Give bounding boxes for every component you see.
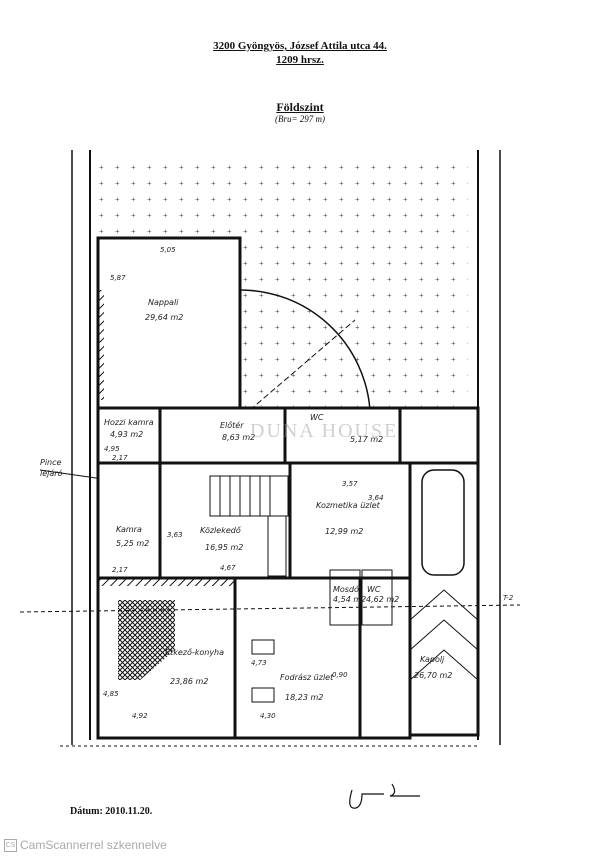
room-area: 26,70 m2 bbox=[414, 671, 452, 680]
room-name: Fodrász üzlet bbox=[280, 673, 334, 682]
dimension: 4,73 bbox=[251, 659, 267, 667]
dimension: 0,90 bbox=[332, 671, 348, 679]
dimension: 3,63 bbox=[167, 531, 183, 539]
room-area: 16,95 m2 bbox=[205, 543, 243, 552]
area-note: (Bru= 297 m) bbox=[274, 114, 326, 124]
room-area: 23,86 m2 bbox=[170, 677, 208, 686]
room-name: Előtér bbox=[220, 420, 244, 430]
room-area: 5,17 m2 bbox=[350, 435, 383, 444]
room-name: Közlekedő bbox=[200, 526, 241, 535]
dimension: 2,17 bbox=[112, 454, 128, 462]
dimension: 4,67 bbox=[220, 564, 236, 572]
dimension: 5,87 bbox=[110, 274, 126, 282]
date-label: Dátum: 2010.11.20. bbox=[70, 806, 153, 817]
room-area: 4,54 m2 bbox=[333, 595, 366, 604]
label-lejaro: lejáró bbox=[40, 468, 63, 478]
room-area: 8,63 m2 bbox=[222, 433, 255, 442]
room-name: Kapolj bbox=[420, 655, 445, 664]
dimension: 4,85 bbox=[103, 690, 119, 698]
address-title: 3200 Gyöngyös, József Attila utca 44. bbox=[213, 40, 387, 52]
dimension: 4,95 bbox=[104, 445, 120, 453]
room-area: 4,62 m2 bbox=[366, 595, 399, 604]
room-garage bbox=[408, 461, 480, 737]
room-name: Étkező-konyha bbox=[165, 646, 224, 657]
dimension: 4,30 bbox=[260, 712, 276, 720]
room-nappali bbox=[96, 236, 242, 410]
parcel-number: 1209 hrsz. bbox=[276, 54, 324, 66]
signature bbox=[349, 783, 420, 809]
car-icon bbox=[421, 469, 465, 576]
room-area: 5,25 m2 bbox=[116, 539, 149, 548]
room-area: 29,64 m2 bbox=[145, 313, 183, 322]
dimension: 2,17 bbox=[112, 566, 128, 574]
label-t2: T-2 bbox=[503, 594, 514, 602]
watermark: DUNA HOUSE bbox=[250, 420, 399, 442]
scanner-text: CamScannerrel szkennelve bbox=[20, 838, 167, 852]
room-name: Kozmetika üzlet bbox=[316, 501, 381, 510]
room-name: WC bbox=[310, 413, 324, 422]
room-name: WC bbox=[367, 585, 381, 594]
floor-title: Földszint bbox=[276, 100, 324, 114]
room-area: 4,93 m2 bbox=[110, 430, 143, 439]
dimension: 5,05 bbox=[160, 246, 176, 254]
dimension: 3,64 bbox=[368, 494, 384, 502]
dimension: 3,57 bbox=[342, 480, 358, 488]
room-name: Hozzi kamra bbox=[104, 418, 154, 427]
room-name: Kamra bbox=[116, 525, 142, 534]
label-pince: Pince bbox=[40, 458, 62, 467]
room-area: 18,23 m2 bbox=[285, 693, 323, 702]
dimension: 4,92 bbox=[132, 712, 148, 720]
room-name: Mosdó bbox=[333, 584, 359, 594]
camscanner-icon: CS bbox=[4, 839, 17, 853]
room-name: Nappali bbox=[148, 298, 179, 307]
room-area: 12,99 m2 bbox=[325, 527, 363, 536]
